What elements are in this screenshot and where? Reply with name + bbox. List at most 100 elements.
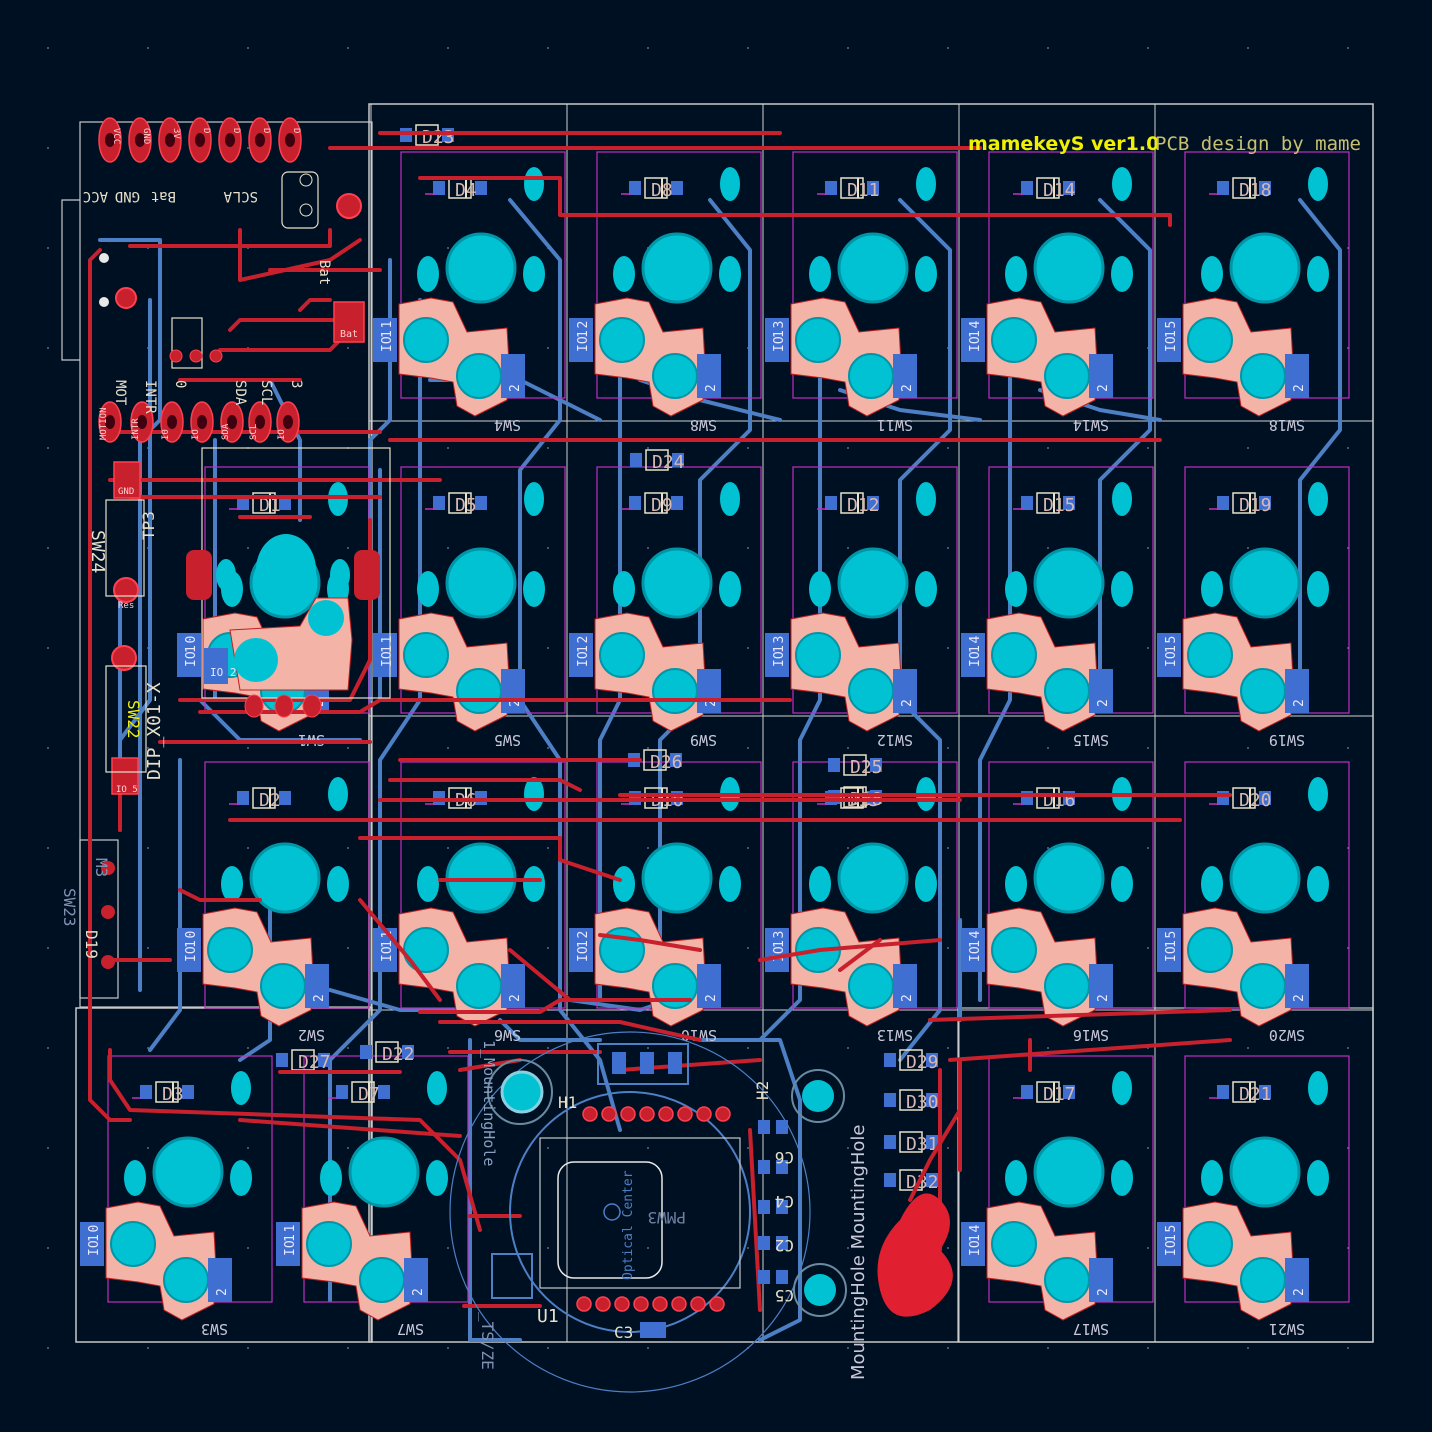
back-trace — [978, 358, 1012, 1002]
key-pin-number: 1 — [576, 940, 591, 948]
key-pin-number: 1 — [772, 940, 787, 948]
key-pin-number: 1 — [1164, 1234, 1179, 1242]
side-hole — [613, 571, 635, 607]
side-hole — [523, 256, 545, 292]
back-trace — [268, 378, 302, 522]
top-hole — [524, 777, 544, 811]
key-pin-number: 1 — [283, 1234, 298, 1242]
sw22-pad-label: IO 5 — [116, 785, 138, 795]
smd-pad — [569, 633, 593, 677]
diode-pad — [1259, 181, 1271, 195]
diode-pad — [884, 1135, 896, 1149]
diode-d29: D29 — [884, 1049, 939, 1073]
socket-pad — [795, 632, 841, 678]
diode-pad — [1063, 496, 1075, 510]
smd-pad — [765, 928, 789, 972]
encoder-smd — [204, 648, 228, 684]
diode-body — [643, 749, 667, 771]
grid-dot — [247, 1047, 249, 1049]
center-hole — [348, 1136, 420, 1208]
board-title: mamekeyS ver1.0 — [968, 133, 1159, 155]
regulator-pad — [640, 1052, 654, 1074]
diode-pad — [671, 181, 683, 195]
diode-pad — [433, 181, 445, 195]
diode-pad — [336, 1085, 348, 1099]
diode-pad — [1217, 496, 1229, 510]
top-hole — [524, 482, 544, 516]
smd-pad — [765, 633, 789, 677]
header-pin-hole — [227, 415, 237, 429]
header-pin-label: 3V — [171, 128, 181, 139]
grid-dot — [1147, 547, 1149, 549]
diode-pad — [1217, 181, 1229, 195]
top-hole — [427, 1071, 447, 1105]
slide-switch-outline — [79, 839, 119, 999]
regulator-outline — [597, 1043, 689, 1085]
grid-dot — [1247, 1347, 1249, 1349]
smd-pad — [177, 633, 201, 677]
diode-label: D12 — [847, 495, 880, 516]
diode-label: D27 — [298, 1052, 331, 1073]
grid-dot — [947, 1047, 949, 1049]
diode-label: D29 — [906, 1052, 939, 1073]
front-trace — [388, 778, 582, 792]
grid-dot — [647, 447, 649, 449]
diode-label: D24 — [652, 452, 685, 473]
grid-dot — [1347, 1347, 1349, 1349]
cap-label-c3: C3 — [614, 1323, 633, 1342]
grid-dot — [947, 1347, 949, 1349]
socket-pad — [1044, 1257, 1090, 1303]
grid-dot — [647, 47, 649, 49]
header-pin-hole — [255, 415, 265, 429]
diode-label: D5 — [455, 495, 477, 516]
sw22-pad — [111, 645, 137, 671]
diode-pad — [926, 1053, 938, 1067]
socket-pad — [991, 927, 1037, 973]
side-hole — [1111, 256, 1133, 292]
key-pin-label: IO 4 — [968, 931, 983, 962]
diode-label: D3 — [162, 1084, 184, 1105]
socket-pad — [1187, 632, 1233, 678]
grid-dot — [547, 947, 549, 949]
grid-dot — [247, 747, 249, 749]
grid-dot — [447, 547, 449, 549]
grid-dot — [447, 247, 449, 249]
key-switch-label: SW9 — [690, 731, 717, 749]
grid-dot — [347, 1147, 349, 1149]
diode-pad — [670, 753, 682, 767]
smd-pad — [501, 354, 525, 398]
diode-pad — [475, 496, 487, 510]
grid-dot — [947, 647, 949, 649]
bat-silk: Bat — [316, 260, 332, 285]
mount-hole-h3-ring — [793, 1263, 847, 1317]
diode-d32: D32 — [884, 1169, 939, 1193]
diode-label: D14 — [1043, 180, 1076, 201]
key-switch-label: SW21 — [1269, 1320, 1305, 1338]
header-silk-label: INTR — [142, 380, 158, 414]
side-hole — [1307, 1160, 1329, 1196]
key-pin-number: 1 — [576, 330, 591, 338]
key-pin-number: 2 — [704, 699, 719, 707]
grid-dot — [547, 1047, 549, 1049]
diode-pad — [433, 496, 445, 510]
header-pin-label: IO — [191, 429, 201, 440]
diode-d30: D30 — [884, 1089, 939, 1113]
grid-dot — [747, 647, 749, 649]
key-switch-label: SW5 — [494, 731, 521, 749]
center-hole — [445, 547, 517, 619]
h1-label: H1 — [558, 1093, 577, 1112]
grid-dot — [647, 1047, 649, 1049]
grid-dot — [447, 747, 449, 749]
slide-switch-label: D19 — [82, 930, 101, 959]
grid-dot — [747, 547, 749, 549]
socket-pad — [599, 632, 645, 678]
grid-dot — [347, 47, 349, 49]
sensor-pin-bottom — [709, 1296, 725, 1312]
smd-pad — [177, 928, 201, 972]
grid-dot — [447, 1247, 449, 1249]
smd-pad — [501, 964, 525, 1008]
side-hole — [915, 571, 937, 607]
grid-dot — [547, 1247, 549, 1249]
